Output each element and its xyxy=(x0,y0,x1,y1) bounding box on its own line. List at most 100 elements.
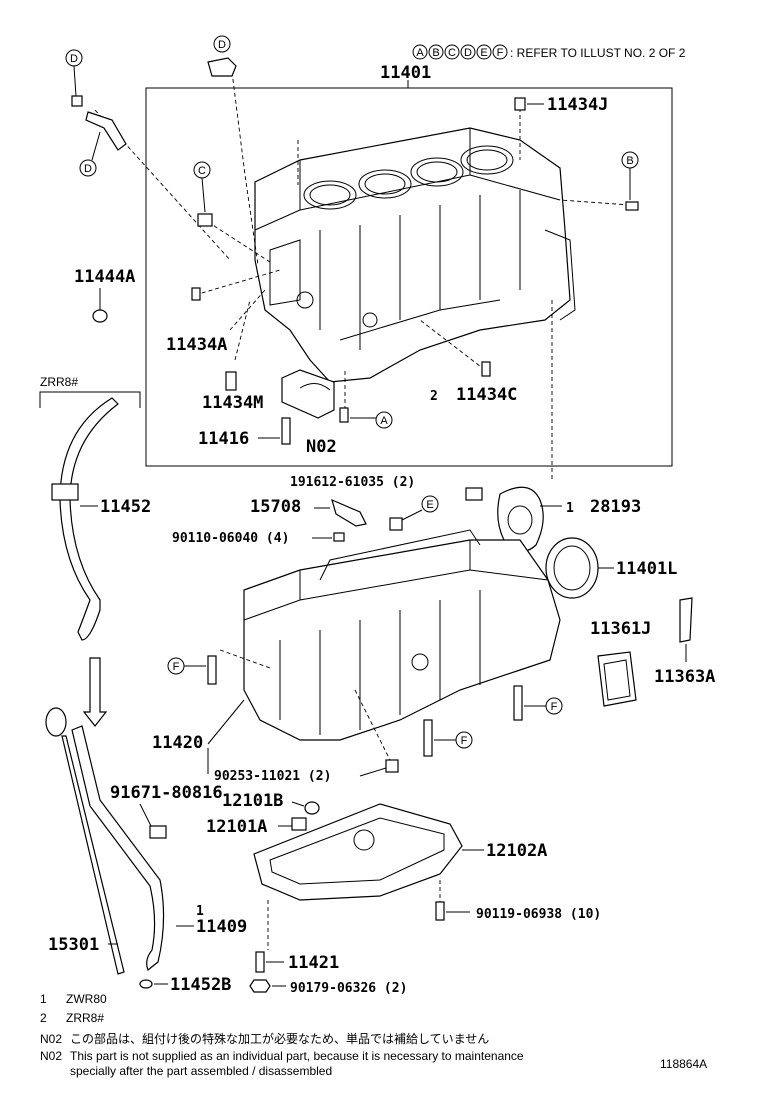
svg-text:D: D xyxy=(84,163,92,175)
svg-text:1: 1 xyxy=(566,501,574,516)
legend-circle-a: A xyxy=(412,44,428,60)
svg-text:11452B: 11452B xyxy=(170,975,231,995)
illustration-id: 118864A xyxy=(660,1057,707,1071)
footnote-1-mark: 1 xyxy=(40,992,47,1006)
svg-text:A: A xyxy=(380,415,388,427)
svg-text:90119-06938 (10): 90119-06938 (10) xyxy=(476,907,601,922)
svg-text:11361J: 11361J xyxy=(590,619,651,639)
note-2-code: N02 xyxy=(40,1049,62,1063)
legend-circle-c: C xyxy=(444,44,460,60)
callout-f-right1: F xyxy=(513,685,563,721)
svg-text:90110-06040 (4): 90110-06040 (4) xyxy=(172,531,289,546)
legend-circle-e: E xyxy=(476,44,492,60)
svg-text:12101B: 12101B xyxy=(222,791,283,811)
legend-circle-b: B xyxy=(428,44,444,60)
svg-text:1: 1 xyxy=(196,904,204,919)
part-90119: 90119-06938 (10) xyxy=(435,901,601,922)
part-15708: 15708 xyxy=(250,497,367,527)
part-12101B: 12101B xyxy=(222,791,320,815)
svg-text:11434C: 11434C xyxy=(456,385,517,405)
svg-text:C: C xyxy=(198,165,206,177)
svg-text:11434A: 11434A xyxy=(166,335,227,355)
part-11361J: 11361J xyxy=(590,619,651,707)
svg-text:15708: 15708 xyxy=(250,497,301,517)
part-90110: 90110-06040 (4) xyxy=(172,531,345,546)
svg-text:F: F xyxy=(461,735,468,747)
callout-a: A xyxy=(339,407,393,429)
svg-text:191612-61035 (2): 191612-61035 (2) xyxy=(290,475,415,490)
svg-text:11452: 11452 xyxy=(100,497,151,517)
note-1-code: N02 xyxy=(40,1032,62,1046)
svg-text:15301: 15301 xyxy=(48,935,99,955)
svg-text:11420: 11420 xyxy=(152,733,203,753)
svg-text:12101A: 12101A xyxy=(206,817,267,837)
cylinder-block-frame xyxy=(145,87,673,467)
svg-text:11434M: 11434M xyxy=(202,393,263,413)
legend-refer-text: : REFER TO ILLUST NO. 2 OF 2 xyxy=(510,46,686,60)
svg-text:B: B xyxy=(432,47,439,59)
note-2-text: This part is not supplied as an individu… xyxy=(70,1049,524,1063)
part-11409-guide: 1 11409 xyxy=(71,725,247,971)
callout-d-top-mid: D xyxy=(207,35,237,77)
svg-text:90253-11021 (2): 90253-11021 (2) xyxy=(214,769,331,784)
part-91612: 191612-61035 (2) xyxy=(290,475,483,501)
part-90253: 90253-11021 (2) xyxy=(207,748,399,784)
svg-text:11363A: 11363A xyxy=(654,667,715,687)
header-legend: A B C D E F : REFER TO ILLUST NO. 2 OF 2 xyxy=(412,44,686,60)
part-15301-dipstick: 15301 xyxy=(45,707,125,975)
svg-text:11421: 11421 xyxy=(288,953,339,973)
callout-e: E xyxy=(389,495,439,531)
part-91671: 91671-80816 xyxy=(110,783,223,839)
svg-text:F: F xyxy=(551,701,558,713)
svg-text:B: B xyxy=(626,155,633,167)
part-11416: 11416 xyxy=(198,417,291,449)
part-11434A: 11434A xyxy=(166,287,227,355)
note-1-text: この部品は、組付け後の特殊な加工が必要なため、単品では補給していません xyxy=(70,1031,489,1046)
note-3-text: specially after the part assembled / dis… xyxy=(70,1064,332,1078)
svg-text:D: D xyxy=(464,47,472,59)
part-11444A: 11444A xyxy=(74,267,135,323)
svg-text:11434J: 11434J xyxy=(547,95,608,115)
footnotes: 1 ZWR80 2 ZRR8# xyxy=(40,992,107,1025)
svg-text:C: C xyxy=(448,47,456,59)
part-11452-tube: ZRR8# 11452 xyxy=(39,375,151,641)
svg-text:11401L: 11401L xyxy=(616,559,677,579)
svg-text:91671-80816: 91671-80816 xyxy=(110,783,223,803)
svg-text:11416: 11416 xyxy=(198,429,249,449)
notes: N02 この部品は、組付け後の特殊な加工が必要なため、単品では補給していません … xyxy=(40,1031,524,1078)
svg-text:11409: 11409 xyxy=(196,917,247,937)
direction-arrow xyxy=(82,657,108,727)
footnote-2-text: ZRR8# xyxy=(66,1011,104,1025)
part-11452B: 11452B xyxy=(139,975,231,995)
part-N02-bearing-cap: N02 xyxy=(281,369,337,457)
part-11434M: 11434M xyxy=(202,371,263,413)
svg-text:A: A xyxy=(416,47,424,59)
svg-text:2: 2 xyxy=(430,389,438,404)
svg-text:11444A: 11444A xyxy=(74,267,135,287)
part-90179: 90179-06326 (2) xyxy=(249,979,407,996)
part-11363A: 11363A xyxy=(654,597,715,687)
svg-text:F: F xyxy=(497,47,504,59)
part-12101A: 12101A xyxy=(206,817,307,837)
part-11434J: 11434J xyxy=(514,95,608,115)
svg-text:D: D xyxy=(70,53,78,65)
svg-text:E: E xyxy=(480,47,487,59)
part-11401L-seal: 11401L xyxy=(545,537,677,599)
svg-text:N02: N02 xyxy=(306,437,337,457)
legend-circle-d: D xyxy=(460,44,476,60)
svg-text:90179-06326 (2): 90179-06326 (2) xyxy=(290,981,407,996)
svg-text:ZRR8#: ZRR8# xyxy=(40,375,78,389)
svg-text:F: F xyxy=(173,661,180,673)
callout-f-left: F xyxy=(167,655,217,685)
svg-text:E: E xyxy=(426,499,433,511)
svg-text:D: D xyxy=(218,39,226,51)
footnote-1-text: ZWR80 xyxy=(66,992,107,1006)
callout-c: C xyxy=(193,161,213,227)
part-28193-gasket: 1 28193 xyxy=(497,486,641,552)
label-11401: 11401 xyxy=(380,63,431,83)
callout-d-top-left: D D xyxy=(65,49,127,177)
part-11421: 11421 xyxy=(255,951,339,973)
part-11434C: 2 11434C xyxy=(430,361,517,405)
callout-b-right: B xyxy=(621,151,639,211)
